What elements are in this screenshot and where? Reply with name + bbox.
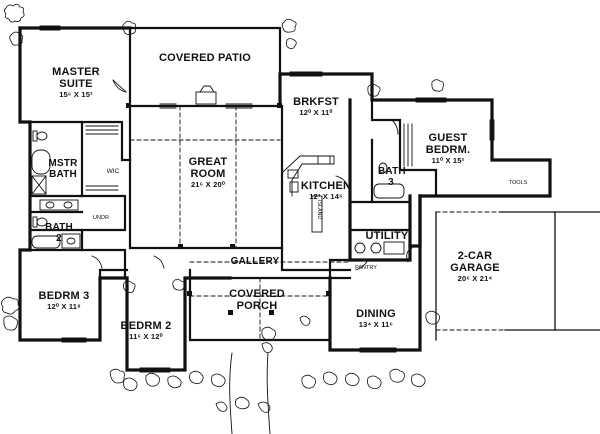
room-mstr-bath: MSTR BATH (46, 158, 80, 180)
kitchen-island-label: ISLAND (313, 200, 325, 219)
room-covered-porch: COVERED PORCH (212, 288, 302, 312)
kitchen-name: KITCHEN (300, 180, 352, 192)
bedrm-3-size: 12⁰ X 11⁸ (47, 302, 81, 311)
room-bath-2: BATH 2 (44, 222, 74, 244)
pantry-name: PANTRY (355, 265, 377, 271)
garage-size: 20⁶ X 21⁴ (457, 274, 493, 283)
room-pantry: PANTRY (352, 262, 380, 274)
room-great-room: GREAT ROOM 21⁶ X 20⁰ (180, 156, 236, 189)
walkway (229, 352, 271, 434)
gallery-name: GALLERY (230, 256, 280, 267)
great-room-name: GREAT ROOM (188, 156, 228, 180)
bedrm-3-name: BEDRM 3 (38, 290, 90, 302)
dining-name: DINING (356, 308, 396, 320)
room-guest-bedrm: GUEST BEDRM. 11⁰ X 15² (418, 132, 478, 165)
brkfst-size: 12⁰ X 11⁰ (299, 108, 333, 117)
bath-2-name: BATH 2 (45, 222, 73, 244)
master-suite-name: MASTER SUITE (52, 66, 100, 90)
utility-name: UTILITY (365, 230, 409, 242)
undr-name: UNDR (93, 215, 109, 221)
covered-patio-name: COVERED PATIO (158, 52, 252, 64)
tools-name: TOOLS (508, 180, 528, 186)
guest-bedrm-name: GUEST BEDRM. (425, 132, 471, 156)
interior-walls (18, 98, 438, 342)
room-bath-3: BATH 3 (378, 166, 406, 188)
garage-outline (435, 211, 600, 341)
master-suite-size: 15⁶ X 15² (59, 90, 93, 99)
room-brkfst: BRKFST 12⁰ X 11⁰ (288, 96, 344, 117)
brkfst-name: BRKFST (293, 96, 339, 108)
columns (126, 103, 331, 315)
bedrm-2-name: BEDRM 2 (120, 320, 172, 332)
room-wic: WIC (104, 166, 122, 178)
shrubs (1, 3, 444, 413)
great-room-size: 21⁶ X 20⁰ (190, 180, 226, 189)
room-kitchen: KITCHEN 12³ X 14⁶ (300, 180, 352, 201)
room-master-suite: MASTER SUITE 15⁶ X 15² (46, 66, 106, 99)
room-utility: UTILITY (362, 230, 412, 242)
room-covered-patio: COVERED PATIO (158, 52, 252, 64)
kitchen-size: 12³ X 14⁶ (309, 192, 343, 201)
island-name: ISLAND (316, 200, 322, 220)
guest-bedrm-size: 11⁰ X 15² (431, 156, 465, 165)
covered-porch-name: COVERED PORCH (229, 288, 285, 312)
room-bedrm-3: BEDRM 3 12⁰ X 11⁸ (34, 290, 94, 311)
room-garage: 2-CAR GARAGE 20⁶ X 21⁴ (440, 250, 510, 283)
bedrm-2-size: 11⁶ X 12⁰ (129, 332, 163, 341)
room-tools: TOOLS (500, 177, 536, 189)
room-dining: DINING 13⁴ X 11⁶ (348, 308, 404, 329)
room-undr: UNDR (88, 212, 114, 224)
garage-name: 2-CAR GARAGE (450, 250, 500, 274)
bath-3-name: BATH 3 (378, 166, 406, 188)
wic-name: WIC (106, 168, 120, 175)
dining-size: 13⁴ X 11⁶ (358, 320, 394, 329)
room-gallery: GALLERY (230, 256, 280, 268)
mstr-bath-name: MSTR BATH (48, 158, 78, 180)
room-bedrm-2: BEDRM 2 11⁶ X 12⁰ (116, 320, 176, 341)
details (31, 25, 506, 373)
